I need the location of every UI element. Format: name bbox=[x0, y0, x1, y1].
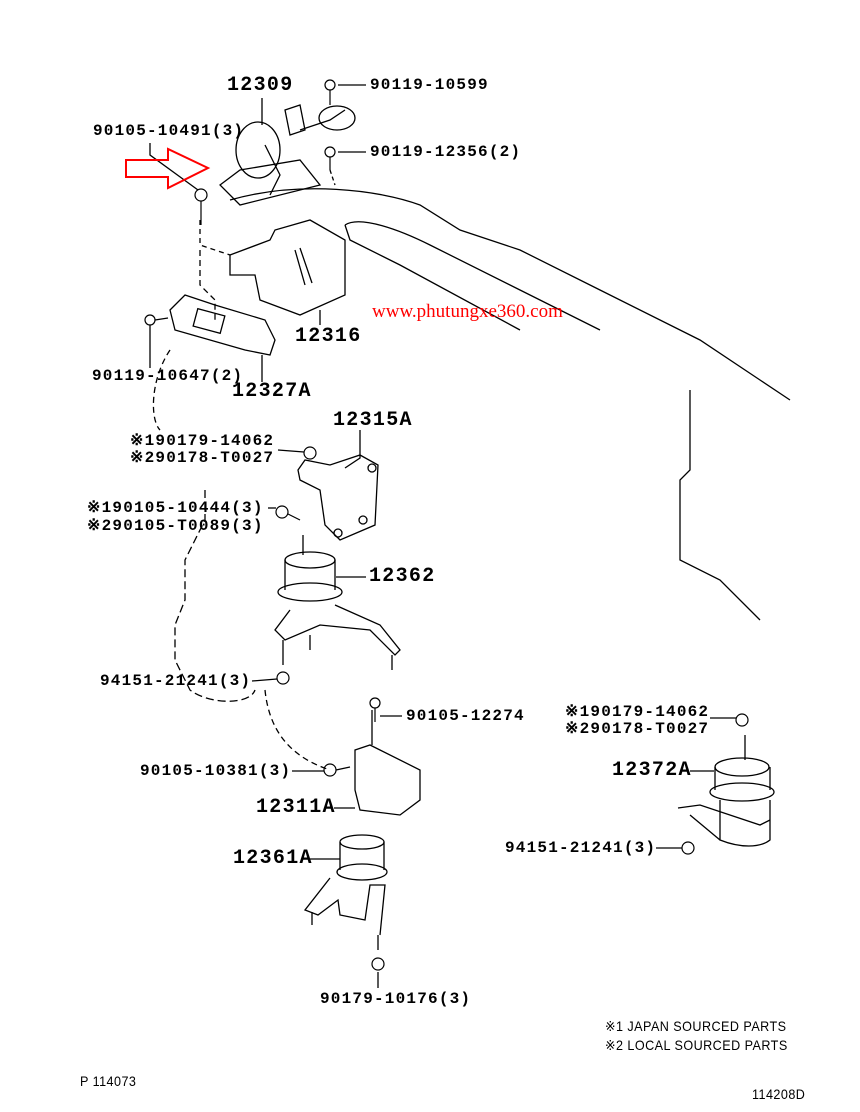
footnote-japan: ※1 JAPAN SOURCED PARTS bbox=[605, 1018, 787, 1034]
part-12361A-mount bbox=[303, 834, 388, 950]
part-label-bolt-local: ※290105-T0089(3) bbox=[87, 517, 264, 535]
part-label-nut-japan: ※190179-14062 bbox=[130, 432, 275, 450]
figure-code: 114208D bbox=[752, 1086, 806, 1102]
part-label-94151-21241-a: 94151-21241(3) bbox=[100, 672, 252, 690]
part-label-12309: 12309 bbox=[227, 74, 294, 97]
part-12309-mount bbox=[219, 104, 356, 206]
part-label-90179-10176: 90179-10176(3) bbox=[320, 990, 472, 1008]
part-label-12372A: 12372A bbox=[612, 759, 692, 782]
part-label-nut2-japan: ※190179-14062 bbox=[565, 703, 710, 721]
part-12316-bracket bbox=[229, 219, 346, 316]
footnote-local: ※2 LOCAL SOURCED PARTS bbox=[605, 1037, 788, 1053]
part-label-90119-10647: 90119-10647(2) bbox=[92, 367, 244, 385]
watermark: www.phutungxe360.com bbox=[372, 301, 563, 322]
engine-outline bbox=[229, 188, 791, 401]
part-label-90105-12274: 90105-12274 bbox=[406, 707, 525, 725]
part-label-12362: 12362 bbox=[369, 565, 436, 588]
part-label-90105-10381: 90105-10381(3) bbox=[140, 762, 292, 780]
page-code: P 114073 bbox=[80, 1073, 137, 1089]
part-label-94151-21241-b: 94151-21241(3) bbox=[505, 839, 657, 857]
part-label-90119-12356: 90119-12356(2) bbox=[370, 143, 522, 161]
part-label-90119-10599: 90119-10599 bbox=[370, 76, 489, 94]
part-12311A-bracket bbox=[354, 710, 421, 816]
part-label-12327A: 12327A bbox=[232, 380, 312, 403]
part-label-12361A: 12361A bbox=[233, 847, 313, 870]
leader-lines bbox=[149, 84, 736, 988]
part-label-bolt-japan: ※190105-10444(3) bbox=[87, 499, 264, 517]
part-label-12315A: 12315A bbox=[333, 409, 413, 432]
part-label-12316: 12316 bbox=[295, 325, 362, 348]
fastener-icons bbox=[144, 79, 749, 971]
part-12372A-mount bbox=[677, 735, 775, 847]
part-12362-mount bbox=[274, 535, 401, 670]
part-label-90105-10491: 90105-10491(3) bbox=[93, 122, 245, 140]
part-label-nut2-local: ※290178-T0027 bbox=[565, 720, 710, 738]
part-12327A-bracket bbox=[169, 294, 276, 356]
part-label-12311A: 12311A bbox=[256, 796, 336, 819]
part-label-nut-local: ※290178-T0027 bbox=[130, 449, 275, 467]
part-12315A-bracket bbox=[297, 454, 379, 541]
red-arrow-icon bbox=[125, 147, 211, 190]
